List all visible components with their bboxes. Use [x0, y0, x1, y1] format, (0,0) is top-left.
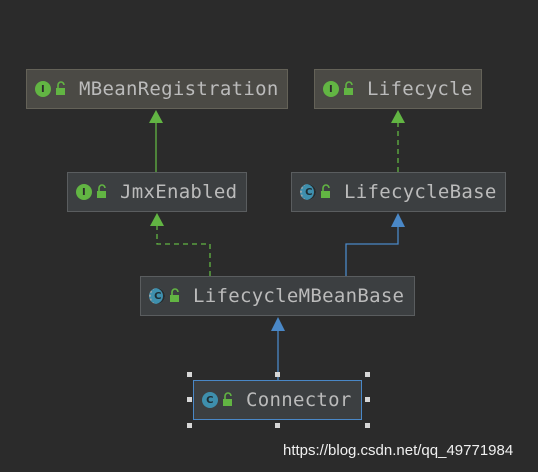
interface-icon: I: [35, 81, 51, 97]
node-label: JmxEnabled: [120, 181, 238, 203]
edge-lifecyclembeanbase-lifecyclebase: [345, 213, 405, 276]
node-label: Lifecycle: [367, 78, 473, 100]
interface-icon: I: [323, 81, 339, 97]
edge-jmxenabled-mbeanregistration: [149, 110, 163, 172]
class-icon: C: [202, 392, 218, 408]
node-label: Connector: [246, 389, 352, 411]
node-lifecyclembeanbase[interactable]: C LifecycleMBeanBase: [140, 276, 415, 316]
unlock-icon: [321, 184, 330, 198]
selection-handle-bottom-left[interactable]: [187, 423, 192, 428]
selection-handle-right[interactable]: [365, 397, 370, 402]
selection-handle-top[interactable]: [275, 372, 280, 377]
selection-handle-top-left[interactable]: [187, 372, 192, 377]
edge-lifecyclembeanbase-jmxenabled: [150, 213, 211, 276]
watermark: https://blog.csdn.net/qq_49771984: [283, 442, 514, 459]
unlock-icon: [56, 81, 65, 95]
node-label: LifecycleMBeanBase: [193, 285, 405, 307]
node-connector[interactable]: C Connector: [193, 380, 362, 420]
selection-handle-top-right[interactable]: [365, 372, 370, 377]
unlock-icon: [344, 81, 353, 95]
unlock-icon: [170, 288, 179, 302]
node-label: MBeanRegistration: [79, 78, 279, 100]
edge-lifecyclebase-lifecycle: [391, 110, 405, 172]
selection-handle-left[interactable]: [187, 397, 192, 402]
abstract-class-icon: C: [149, 288, 165, 304]
selection-handle-bottom-right[interactable]: [365, 423, 370, 428]
node-label: LifecycleBase: [344, 181, 497, 203]
node-lifecyclebase[interactable]: C LifecycleBase: [291, 172, 506, 212]
abstract-class-icon: C: [300, 184, 316, 200]
unlock-icon: [97, 184, 106, 198]
node-lifecycle[interactable]: I Lifecycle: [314, 69, 482, 109]
unlock-icon: [223, 392, 232, 406]
selection-handle-bottom[interactable]: [275, 423, 280, 428]
node-jmxenabled[interactable]: I JmxEnabled: [67, 172, 247, 212]
edge-connector-lifecyclembeanbase: [271, 317, 285, 380]
node-mbeanregistration[interactable]: I MBeanRegistration: [26, 69, 288, 109]
interface-icon: I: [76, 184, 92, 200]
